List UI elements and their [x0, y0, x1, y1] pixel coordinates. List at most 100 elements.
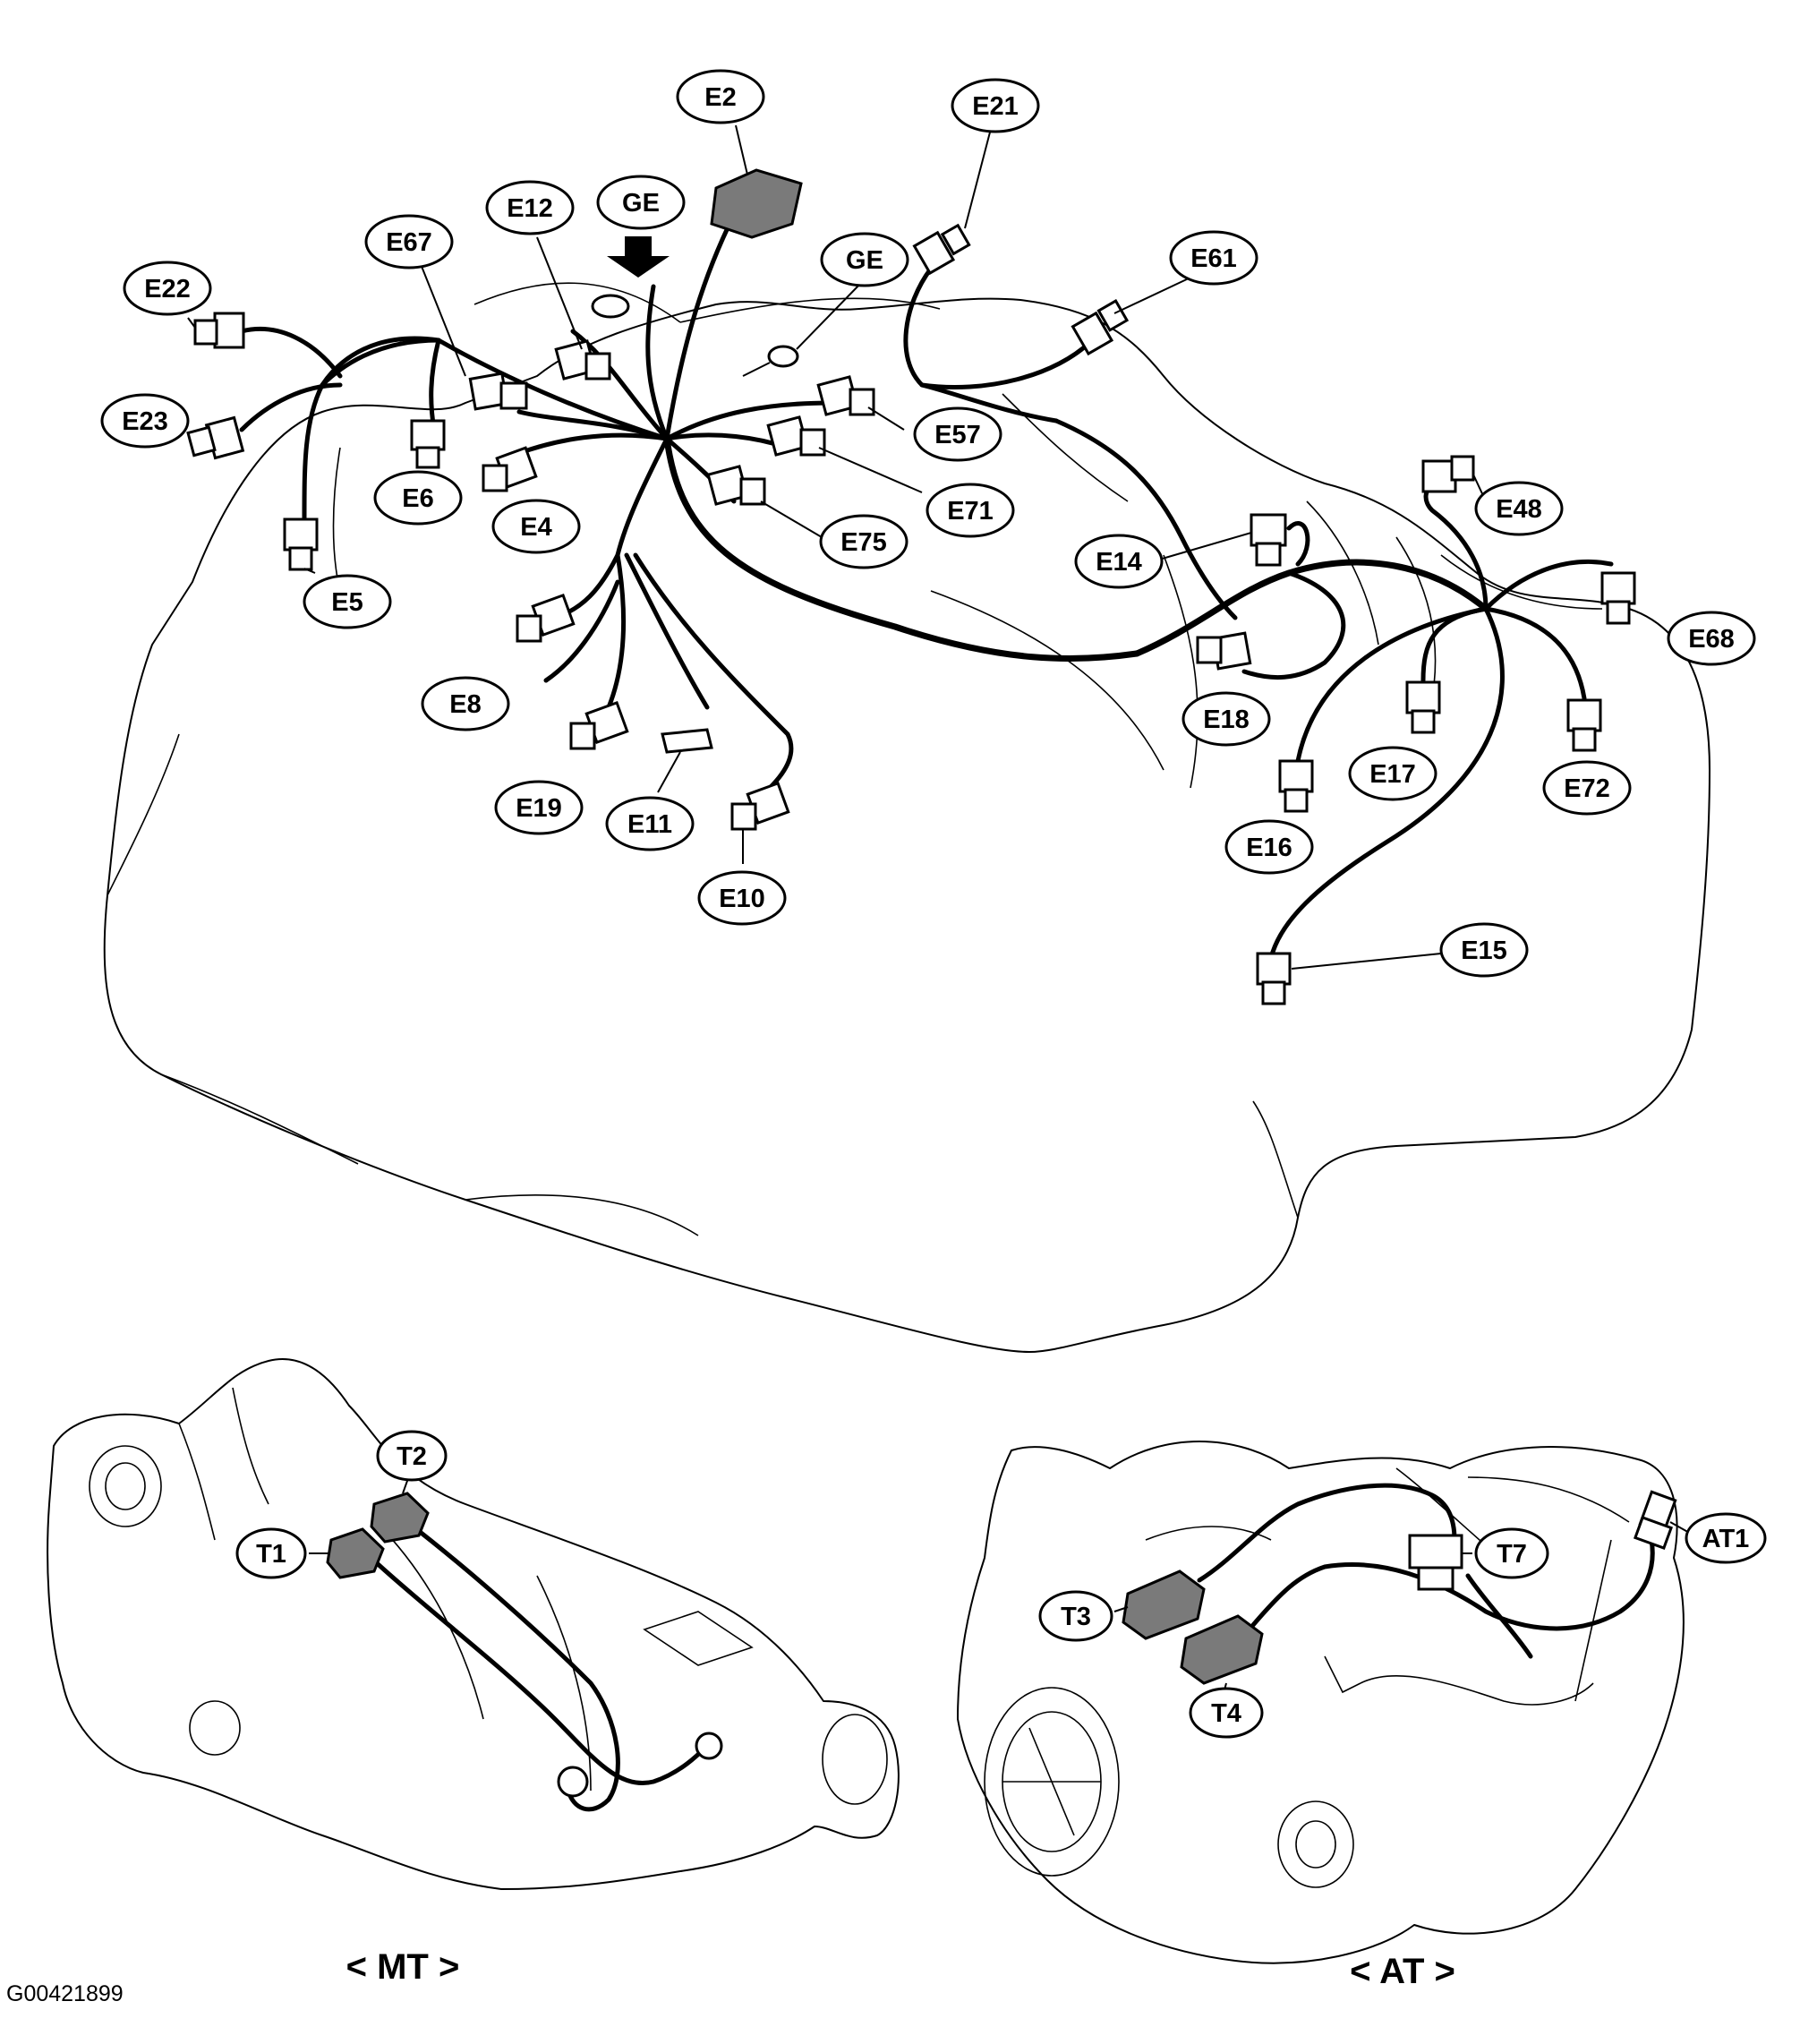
connector-T2 — [370, 1492, 430, 1544]
connector-E4 — [482, 446, 538, 492]
connector-T4 — [1180, 1614, 1264, 1685]
callout-AT1: AT1 — [1685, 1512, 1767, 1564]
svg-text:E48: E48 — [1496, 495, 1542, 524]
svg-text:E18: E18 — [1203, 706, 1250, 734]
svg-text:T1: T1 — [256, 1540, 286, 1569]
connector-E16 — [1278, 759, 1314, 813]
connector-E61 — [1071, 299, 1130, 356]
at-caption: < AT > — [1350, 1952, 1455, 1991]
connector-E19 — [569, 700, 629, 750]
callout-E12: E12 — [485, 180, 575, 235]
svg-text:T3: T3 — [1061, 1603, 1091, 1631]
connector-GE-right — [742, 345, 799, 377]
svg-text:E19: E19 — [516, 794, 562, 823]
svg-text:E6: E6 — [402, 484, 433, 513]
svg-text:E72: E72 — [1564, 774, 1610, 803]
callout-E57: E57 — [913, 406, 1002, 462]
svg-text:T2: T2 — [397, 1442, 427, 1471]
callout-E75: E75 — [819, 514, 909, 569]
callout-GE-top: GE — [596, 175, 686, 230]
engine-leaders — [187, 124, 1487, 970]
callout-E18: E18 — [1182, 691, 1271, 747]
connector-E21 — [912, 223, 971, 276]
callout-T1: T1 — [235, 1527, 307, 1579]
callout-E16: E16 — [1224, 819, 1314, 875]
engine-outline — [103, 282, 1710, 1353]
callout-E72: E72 — [1542, 760, 1632, 816]
svg-text:AT1: AT1 — [1702, 1525, 1750, 1553]
callout-E19: E19 — [494, 780, 584, 835]
mt-caption: < MT > — [346, 1947, 460, 1987]
callout-E11: E11 — [605, 796, 695, 851]
svg-text:E21: E21 — [972, 92, 1019, 121]
engine-harness — [239, 212, 1614, 961]
connector-E5 — [283, 517, 319, 571]
connector-E15 — [1256, 952, 1292, 1005]
svg-text:T4: T4 — [1211, 1699, 1241, 1728]
connector-T3 — [1122, 1569, 1206, 1640]
callout-E6: E6 — [373, 470, 463, 526]
callout-E22: E22 — [123, 261, 212, 316]
callout-GE-right: GE — [820, 232, 909, 287]
connector-E23 — [186, 415, 245, 460]
svg-text:E10: E10 — [719, 885, 765, 913]
callout-E23: E23 — [100, 393, 190, 449]
svg-text:T7: T7 — [1497, 1540, 1527, 1569]
svg-text:GE: GE — [622, 189, 660, 218]
callout-T3: T3 — [1038, 1590, 1113, 1642]
connector-AT1 — [1633, 1490, 1677, 1551]
svg-text:E75: E75 — [840, 528, 887, 557]
svg-text:E5: E5 — [331, 588, 363, 617]
callout-E61: E61 — [1169, 230, 1258, 286]
connector-E12 — [554, 339, 611, 381]
callout-E67: E67 — [364, 214, 454, 269]
callout-E10: E10 — [697, 870, 787, 926]
connector-E14 — [1250, 513, 1287, 567]
callout-E68: E68 — [1667, 611, 1756, 666]
callout-E48: E48 — [1474, 481, 1564, 536]
connector-T7 — [1408, 1534, 1463, 1591]
connector-E22 — [193, 312, 245, 349]
svg-text:E14: E14 — [1096, 548, 1142, 577]
connector-E71 — [766, 415, 826, 457]
connector-T1 — [326, 1527, 385, 1579]
connector-E17 — [1405, 680, 1441, 734]
svg-text:E17: E17 — [1369, 760, 1416, 789]
svg-text:E22: E22 — [144, 275, 191, 304]
engine-connectors — [186, 168, 1636, 1005]
connector-E48 — [1421, 455, 1475, 493]
svg-text:E61: E61 — [1190, 244, 1237, 273]
connector-E72 — [1566, 698, 1602, 752]
connector-E18 — [1196, 631, 1252, 671]
svg-text:E2: E2 — [704, 83, 736, 112]
svg-text:E8: E8 — [449, 690, 481, 719]
at-transmission: T7 AT1 T3 T4 — [957, 1441, 1767, 1964]
svg-text:E12: E12 — [507, 194, 553, 223]
svg-text:E23: E23 — [122, 407, 168, 436]
svg-text:GE: GE — [846, 246, 883, 275]
callout-E5: E5 — [303, 574, 392, 629]
callout-E15: E15 — [1439, 922, 1529, 978]
svg-text:E11: E11 — [627, 810, 672, 839]
connector-E2 — [710, 168, 803, 239]
connector-E57 — [816, 375, 875, 416]
callout-E4: E4 — [491, 499, 581, 554]
callout-T4: T4 — [1189, 1687, 1264, 1739]
connector-E10 — [730, 781, 790, 831]
callout-E2: E2 — [676, 69, 765, 124]
callout-T7: T7 — [1474, 1527, 1549, 1579]
mt-transmission: T2 T1 — [47, 1358, 900, 1890]
svg-text:E67: E67 — [386, 228, 432, 257]
connector-E8 — [516, 593, 576, 643]
callout-E17: E17 — [1348, 746, 1437, 801]
connector-E68 — [1600, 571, 1636, 625]
connector-E67 — [468, 372, 528, 411]
callout-E14: E14 — [1074, 534, 1164, 589]
svg-text:E4: E4 — [520, 513, 551, 542]
svg-text:E71: E71 — [947, 497, 994, 526]
connector-E75 — [706, 465, 766, 506]
svg-text:E16: E16 — [1246, 834, 1292, 862]
callout-E21: E21 — [951, 78, 1040, 133]
connector-E6 — [410, 419, 446, 469]
svg-text:E15: E15 — [1461, 936, 1507, 965]
